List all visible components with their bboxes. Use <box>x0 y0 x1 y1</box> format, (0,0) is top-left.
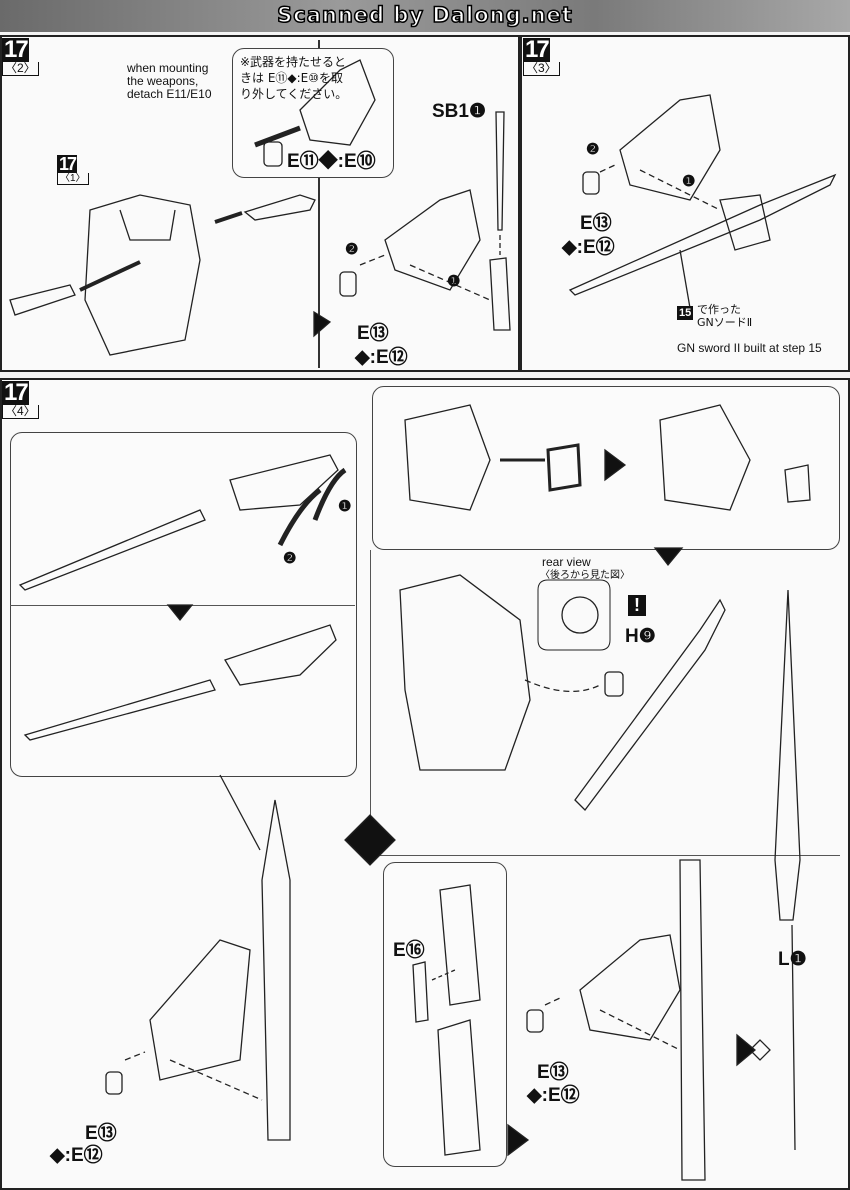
substep-label: 〈1〉 <box>57 173 89 185</box>
step-number: 17 <box>2 379 29 406</box>
sword-part-drawing <box>412 884 481 1156</box>
sword-drawing <box>18 454 339 591</box>
step-order: ❷ <box>345 241 359 258</box>
substep-label: 〈3〉 <box>523 62 560 76</box>
part-label: L❶ <box>778 949 807 970</box>
watermark-text: Scanned by Dalong.net <box>276 2 573 28</box>
arm-drawing <box>619 94 721 201</box>
part-label: ◆:E⑫ <box>50 1145 103 1166</box>
substep-label: 〈2〉 <box>2 62 39 76</box>
sword-drawing <box>774 589 801 1151</box>
part-label: E⑪◆:E⑩ <box>287 151 376 172</box>
divider <box>318 40 320 368</box>
rear-view-drawing <box>561 596 599 634</box>
reference-note-english: GN sword II built at step 15 <box>677 341 822 355</box>
callout-note: ※武器を持たせるときは E⑪◆:E⑩を取り外してください。 <box>240 55 348 101</box>
robot-drawing <box>404 404 491 511</box>
watermark-banner: Scanned by Dalong.net <box>0 0 850 32</box>
step-number: 17 <box>2 36 29 63</box>
step-order: ❷ <box>586 141 600 158</box>
part-label: SB1❶ <box>432 101 486 122</box>
part-label: ◆:E⑫ <box>355 347 408 368</box>
step-order: ❶ <box>338 498 352 515</box>
gn-sword-drawing <box>568 173 837 296</box>
robot-torso-drawing <box>84 194 201 356</box>
divider <box>370 855 840 856</box>
reference-note: で作った GNソードⅡ <box>697 303 753 329</box>
rear-view-label-jp: 〈後ろから見た図〉 <box>540 570 630 581</box>
down-arrow <box>166 604 194 622</box>
arm-drawing <box>149 939 251 1081</box>
step-number: 17 <box>523 36 550 63</box>
substep-label: 〈4〉 <box>2 405 39 419</box>
sword-drawing <box>23 624 337 741</box>
part-label: E⑬ <box>580 213 612 234</box>
robot-drawing <box>399 574 531 771</box>
step-number: 17 <box>57 154 77 174</box>
part-label: ◆:E⑫ <box>527 1085 580 1106</box>
next-arrow <box>313 310 332 338</box>
sb1-drawing <box>489 111 511 331</box>
part-label: H❾ <box>625 626 656 647</box>
note-english: when mounting the weapons, detach E11/E1… <box>127 61 212 101</box>
sword-drawing <box>574 598 726 811</box>
step-reference: 15 <box>677 306 694 320</box>
callout-box <box>232 48 394 178</box>
swap-icon <box>344 814 396 866</box>
step-order: ❶ <box>447 273 461 290</box>
part-label: E⑬ <box>357 323 389 344</box>
step-order: ❶ <box>682 173 696 190</box>
part-label: ◆:E⑫ <box>562 237 615 258</box>
step-order: ❷ <box>283 550 297 567</box>
arm-drawing <box>384 189 481 291</box>
arm-drawing <box>579 934 681 1041</box>
divider <box>370 550 371 860</box>
part-drawing <box>9 284 76 316</box>
part-label: E⑬ <box>537 1062 569 1083</box>
e16-subpanel <box>383 862 507 1167</box>
arrow <box>79 260 141 292</box>
robot-drawing <box>659 404 811 511</box>
sword-drawing <box>261 799 291 1141</box>
sword-drawing <box>679 859 706 1181</box>
rear-view-label: rear view <box>542 555 591 569</box>
part-drawing <box>243 194 316 221</box>
arm-drawing <box>299 59 376 146</box>
part-label: E⑯ <box>393 940 425 961</box>
part-label: E⑬ <box>85 1123 117 1144</box>
caution-icon: ! <box>628 595 646 616</box>
